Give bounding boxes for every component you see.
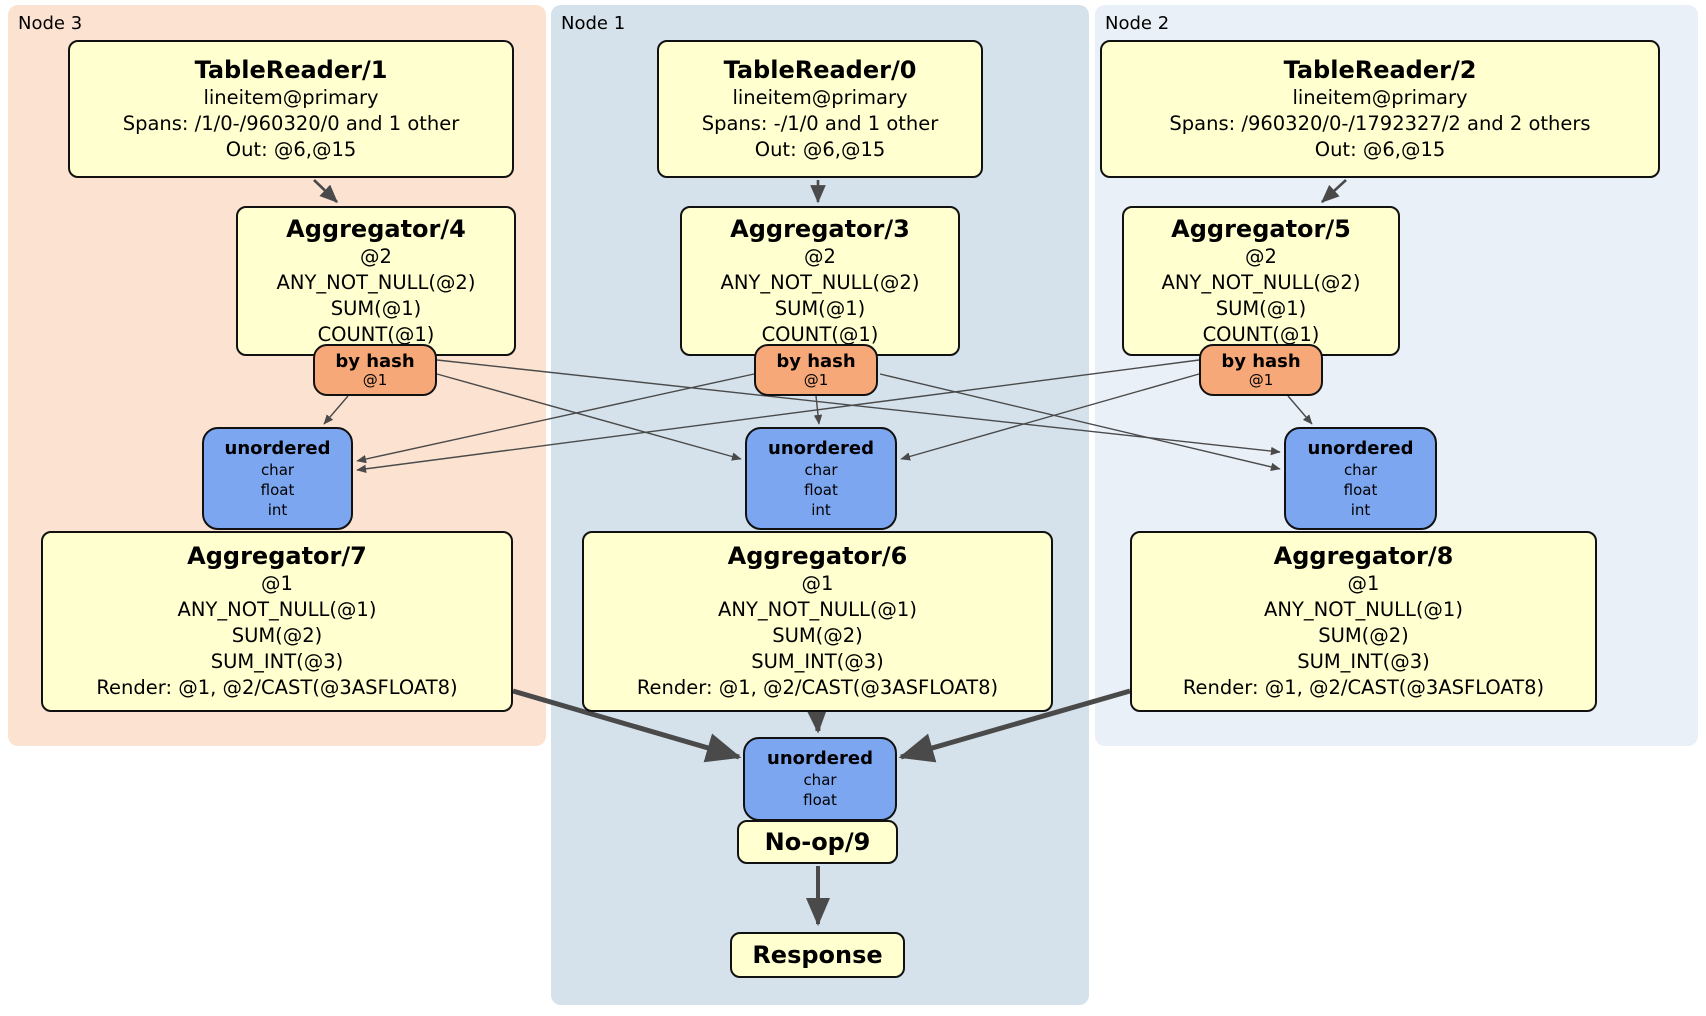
router-label: by hash — [1221, 351, 1301, 372]
by-hash-router-node2: by hash @1 — [1199, 344, 1323, 396]
aggregator-8-groupcols: @1 — [1347, 572, 1380, 595]
sync-label: unordered — [1307, 437, 1414, 459]
sync-col-type: float — [260, 480, 295, 499]
response-title: Response — [752, 940, 883, 969]
aggregator-5-fn: COUNT(@1) — [1202, 322, 1320, 346]
by-hash-router-node3: by hash @1 — [313, 344, 437, 396]
aggregator-4-fn: ANY_NOT_NULL(@2) — [276, 270, 476, 294]
tablereader-0-node: TableReader/0 lineitem@primary Spans: -/… — [657, 40, 983, 178]
aggregator-3-fn: SUM(@1) — [774, 296, 866, 320]
tablereader-1-node: TableReader/1 lineitem@primary Spans: /1… — [68, 40, 514, 178]
aggregator-8-fn: SUM(@2) — [1318, 624, 1409, 647]
router-label: by hash — [776, 351, 856, 372]
aggregator-8-fn: SUM_INT(@3) — [1297, 650, 1430, 673]
aggregator-3-groupcols: @2 — [804, 244, 836, 268]
aggregator-6-fn: SUM(@2) — [772, 624, 863, 647]
sync-col-type: float — [804, 480, 838, 499]
aggregator-5-fn: SUM(@1) — [1215, 296, 1307, 320]
aggregator-8-node: Aggregator/8 @1 ANY_NOT_NULL(@1) SUM(@2)… — [1130, 531, 1597, 712]
tablereader-1-spans: Spans: /1/0-/960320/0 and 1 other — [122, 111, 460, 135]
aggregator-8-fn: ANY_NOT_NULL(@1) — [1264, 598, 1463, 621]
aggregator-4-groupcols: @2 — [360, 244, 392, 268]
aggregator-6-fn: ANY_NOT_NULL(@1) — [718, 598, 917, 621]
sync-col-type: char — [804, 460, 838, 479]
sync-label: unordered — [768, 437, 874, 459]
aggregator-4-fn: COUNT(@1) — [317, 322, 435, 346]
node2-region-label: Node 2 — [1105, 13, 1170, 34]
aggregator-5-title: Aggregator/5 — [1171, 214, 1351, 243]
aggregator-7-fn: SUM_INT(@3) — [210, 650, 344, 673]
node1-region-label: Node 1 — [561, 13, 626, 34]
sync-col-type: int — [1350, 500, 1371, 519]
aggregator-6-node: Aggregator/6 @1 ANY_NOT_NULL(@1) SUM(@2)… — [582, 531, 1053, 712]
router-label: by hash — [335, 351, 415, 372]
tablereader-0-spans: Spans: -/1/0 and 1 other — [701, 111, 939, 135]
aggregator-8-title: Aggregator/8 — [1273, 542, 1454, 570]
tablereader-0-out: Out: @6,@15 — [754, 137, 886, 161]
unordered-sync-final: unordered char float — [743, 737, 897, 821]
unordered-sync-node3: unordered char float int — [202, 427, 353, 530]
sync-label: unordered — [767, 748, 873, 769]
aggregator-7-title: Aggregator/7 — [187, 542, 367, 570]
aggregator-5-groupcols: @2 — [1245, 244, 1277, 268]
aggregator-3-node: Aggregator/3 @2 ANY_NOT_NULL(@2) SUM(@1)… — [680, 206, 960, 356]
tablereader-0-title: TableReader/0 — [723, 55, 917, 84]
sync-col-type: char — [1343, 460, 1378, 479]
router-columns: @1 — [362, 371, 388, 389]
by-hash-router-node1: by hash @1 — [754, 344, 878, 396]
aggregator-7-fn: ANY_NOT_NULL(@1) — [177, 598, 377, 621]
aggregator-7-fn: SUM(@2) — [231, 624, 323, 647]
sync-col-type: float — [1343, 480, 1378, 499]
aggregator-4-title: Aggregator/4 — [286, 214, 466, 243]
sync-col-type: char — [260, 460, 295, 479]
tablereader-2-node: TableReader/2 lineitem@primary Spans: /9… — [1100, 40, 1660, 178]
aggregator-6-render: Render: @1, @2/CAST(@3ASFLOAT8) — [636, 676, 999, 699]
tablereader-2-title: TableReader/2 — [1283, 55, 1477, 84]
tablereader-0-index: lineitem@primary — [732, 85, 908, 109]
tablereader-2-out: Out: @6,@15 — [1314, 137, 1446, 161]
tablereader-2-spans: Spans: /960320/0-/1792327/2 and 2 others — [1169, 111, 1591, 135]
aggregator-4-fn: SUM(@1) — [330, 296, 422, 320]
aggregator-5-fn: ANY_NOT_NULL(@2) — [1161, 270, 1361, 294]
tablereader-2-index: lineitem@primary — [1292, 85, 1468, 109]
tablereader-1-title: TableReader/1 — [194, 55, 388, 84]
aggregator-3-fn: COUNT(@1) — [761, 322, 879, 346]
aggregator-7-groupcols: @1 — [261, 572, 293, 595]
sync-col-type: float — [803, 791, 837, 809]
aggregator-8-render: Render: @1, @2/CAST(@3ASFLOAT8) — [1182, 676, 1545, 699]
router-columns: @1 — [803, 371, 829, 389]
aggregator-5-node: Aggregator/5 @2 ANY_NOT_NULL(@2) SUM(@1)… — [1122, 206, 1400, 356]
noop-9-title: No-op/9 — [764, 827, 871, 856]
tablereader-1-index: lineitem@primary — [203, 85, 379, 109]
aggregator-3-fn: ANY_NOT_NULL(@2) — [720, 270, 920, 294]
sync-col-type: char — [803, 771, 837, 789]
aggregator-3-title: Aggregator/3 — [730, 214, 910, 243]
sync-col-type: int — [267, 500, 288, 519]
aggregator-7-node: Aggregator/7 @1 ANY_NOT_NULL(@1) SUM(@2)… — [41, 531, 513, 712]
aggregator-6-title: Aggregator/6 — [727, 542, 908, 570]
sync-label: unordered — [224, 437, 331, 459]
node3-region-label: Node 3 — [18, 13, 83, 34]
aggregator-7-render: Render: @1, @2/CAST(@3ASFLOAT8) — [96, 676, 458, 699]
unordered-sync-node2: unordered char float int — [1284, 427, 1437, 530]
response-node: Response — [730, 932, 905, 978]
aggregator-6-fn: SUM_INT(@3) — [751, 650, 884, 673]
unordered-sync-node1: unordered char float int — [745, 427, 897, 530]
tablereader-1-out: Out: @6,@15 — [225, 137, 357, 161]
sync-col-type: int — [811, 500, 831, 519]
aggregator-6-groupcols: @1 — [801, 572, 834, 595]
router-columns: @1 — [1248, 371, 1274, 389]
noop-9-node: No-op/9 — [737, 820, 898, 864]
aggregator-4-node: Aggregator/4 @2 ANY_NOT_NULL(@2) SUM(@1)… — [236, 206, 516, 356]
